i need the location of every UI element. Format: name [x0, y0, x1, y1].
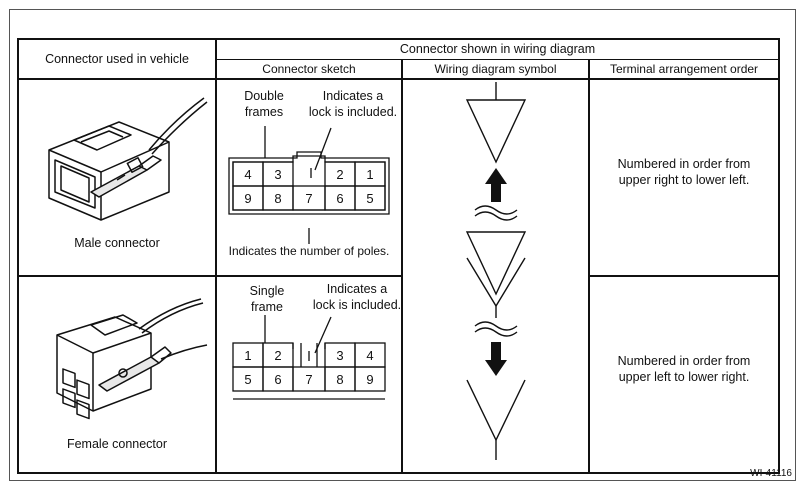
- double-frame-note-line1: Double: [244, 89, 284, 103]
- figure-id: WI-41116: [750, 468, 792, 479]
- arrow-down-icon: [485, 342, 507, 376]
- single-frame-note-line1: Single: [249, 284, 285, 298]
- male-pin-top-2: 3: [274, 167, 281, 182]
- female-lock-note-line1: Indicates a: [326, 282, 388, 296]
- female-pin-top-4: 4: [366, 348, 373, 363]
- male-connector-illustration: [48, 97, 208, 221]
- male-pin-top-4: 1: [366, 167, 373, 182]
- female-order-cell: Numbered in order from upper left to low…: [587, 275, 781, 474]
- male-pin-bottom-4: 6: [336, 191, 343, 206]
- female-lock-note-line2: lock is included.: [312, 298, 402, 312]
- male-order-cell: Numbered in order from upper right to lo…: [587, 78, 781, 277]
- female-pin-bottom-3: 7: [305, 372, 312, 387]
- header-sketch: Connector sketch: [215, 58, 403, 80]
- female-sketch-cell: Single frame Indicates a lock is include…: [215, 275, 403, 474]
- wiring-symbol-cell: [401, 78, 590, 474]
- male-vehicle-cell: Male connector: [17, 78, 217, 277]
- single-frame-note: Single frame: [235, 283, 299, 315]
- connector-table: Connector used in vehicle Connector show…: [17, 38, 781, 474]
- female-pin-bottom-4: 8: [336, 372, 343, 387]
- arrow-up-icon: [485, 168, 507, 202]
- female-pin-bottom-1: 5: [244, 372, 251, 387]
- header-diagram-group: Connector shown in wiring diagram: [214, 38, 781, 60]
- male-connector-label: Male connector: [74, 236, 160, 250]
- header-order: Terminal arrangement order: [587, 58, 781, 80]
- male-lock-note: Indicates a lock is included.: [299, 88, 407, 120]
- double-frame-note: Double frames: [229, 88, 299, 120]
- male-order-line1: Numbered in order from: [617, 157, 751, 171]
- male-pin-top-1: 4: [244, 167, 251, 182]
- male-pin-bottom-3: 7: [305, 191, 312, 206]
- female-vehicle-cell: Female connector: [17, 275, 217, 474]
- female-pin-top-1: 1: [244, 348, 251, 363]
- female-connector-label: Female connector: [66, 437, 168, 451]
- female-pin-top-2: 2: [274, 348, 281, 363]
- female-order-line2: upper left to lower right.: [618, 370, 750, 384]
- male-order-line2: upper right to lower left.: [618, 173, 750, 187]
- female-order-text: Numbered in order from upper left to low…: [590, 353, 778, 385]
- female-pin-bottom-2: 6: [274, 372, 281, 387]
- male-connector-sketch: 4 3 2 1 9 8 7 6 5: [228, 126, 390, 244]
- male-sketch-cell: Double frames Indicates a lock is includ…: [215, 78, 403, 277]
- female-connector-sketch: 1 2 3 4 5 6 7 8 9: [232, 315, 386, 400]
- male-pin-bottom-2: 8: [274, 191, 281, 206]
- poles-note: Indicates the number of poles.: [228, 244, 390, 258]
- female-lock-note: Indicates a lock is included.: [303, 281, 411, 313]
- double-frame-note-line2: frames: [244, 105, 284, 119]
- male-lock-note-line1: Indicates a: [322, 89, 384, 103]
- male-pin-bottom-1: 9: [244, 191, 251, 206]
- figure-frame: [9, 9, 796, 481]
- header-vehicle: Connector used in vehicle: [17, 38, 217, 80]
- single-frame-note-line2: frame: [251, 300, 283, 314]
- wiring-diagram-symbol: [465, 82, 527, 460]
- female-pin-top-3: 3: [336, 348, 343, 363]
- male-pin-top-3: 2: [336, 167, 343, 182]
- male-pin-bottom-5: 5: [366, 191, 373, 206]
- female-pin-bottom-5: 9: [366, 372, 373, 387]
- male-lock-note-line2: lock is included.: [308, 105, 398, 119]
- female-connector-illustration: [56, 298, 208, 420]
- female-order-line1: Numbered in order from: [617, 354, 751, 368]
- header-symbol: Wiring diagram symbol: [401, 58, 590, 80]
- male-order-text: Numbered in order from upper right to lo…: [590, 156, 778, 188]
